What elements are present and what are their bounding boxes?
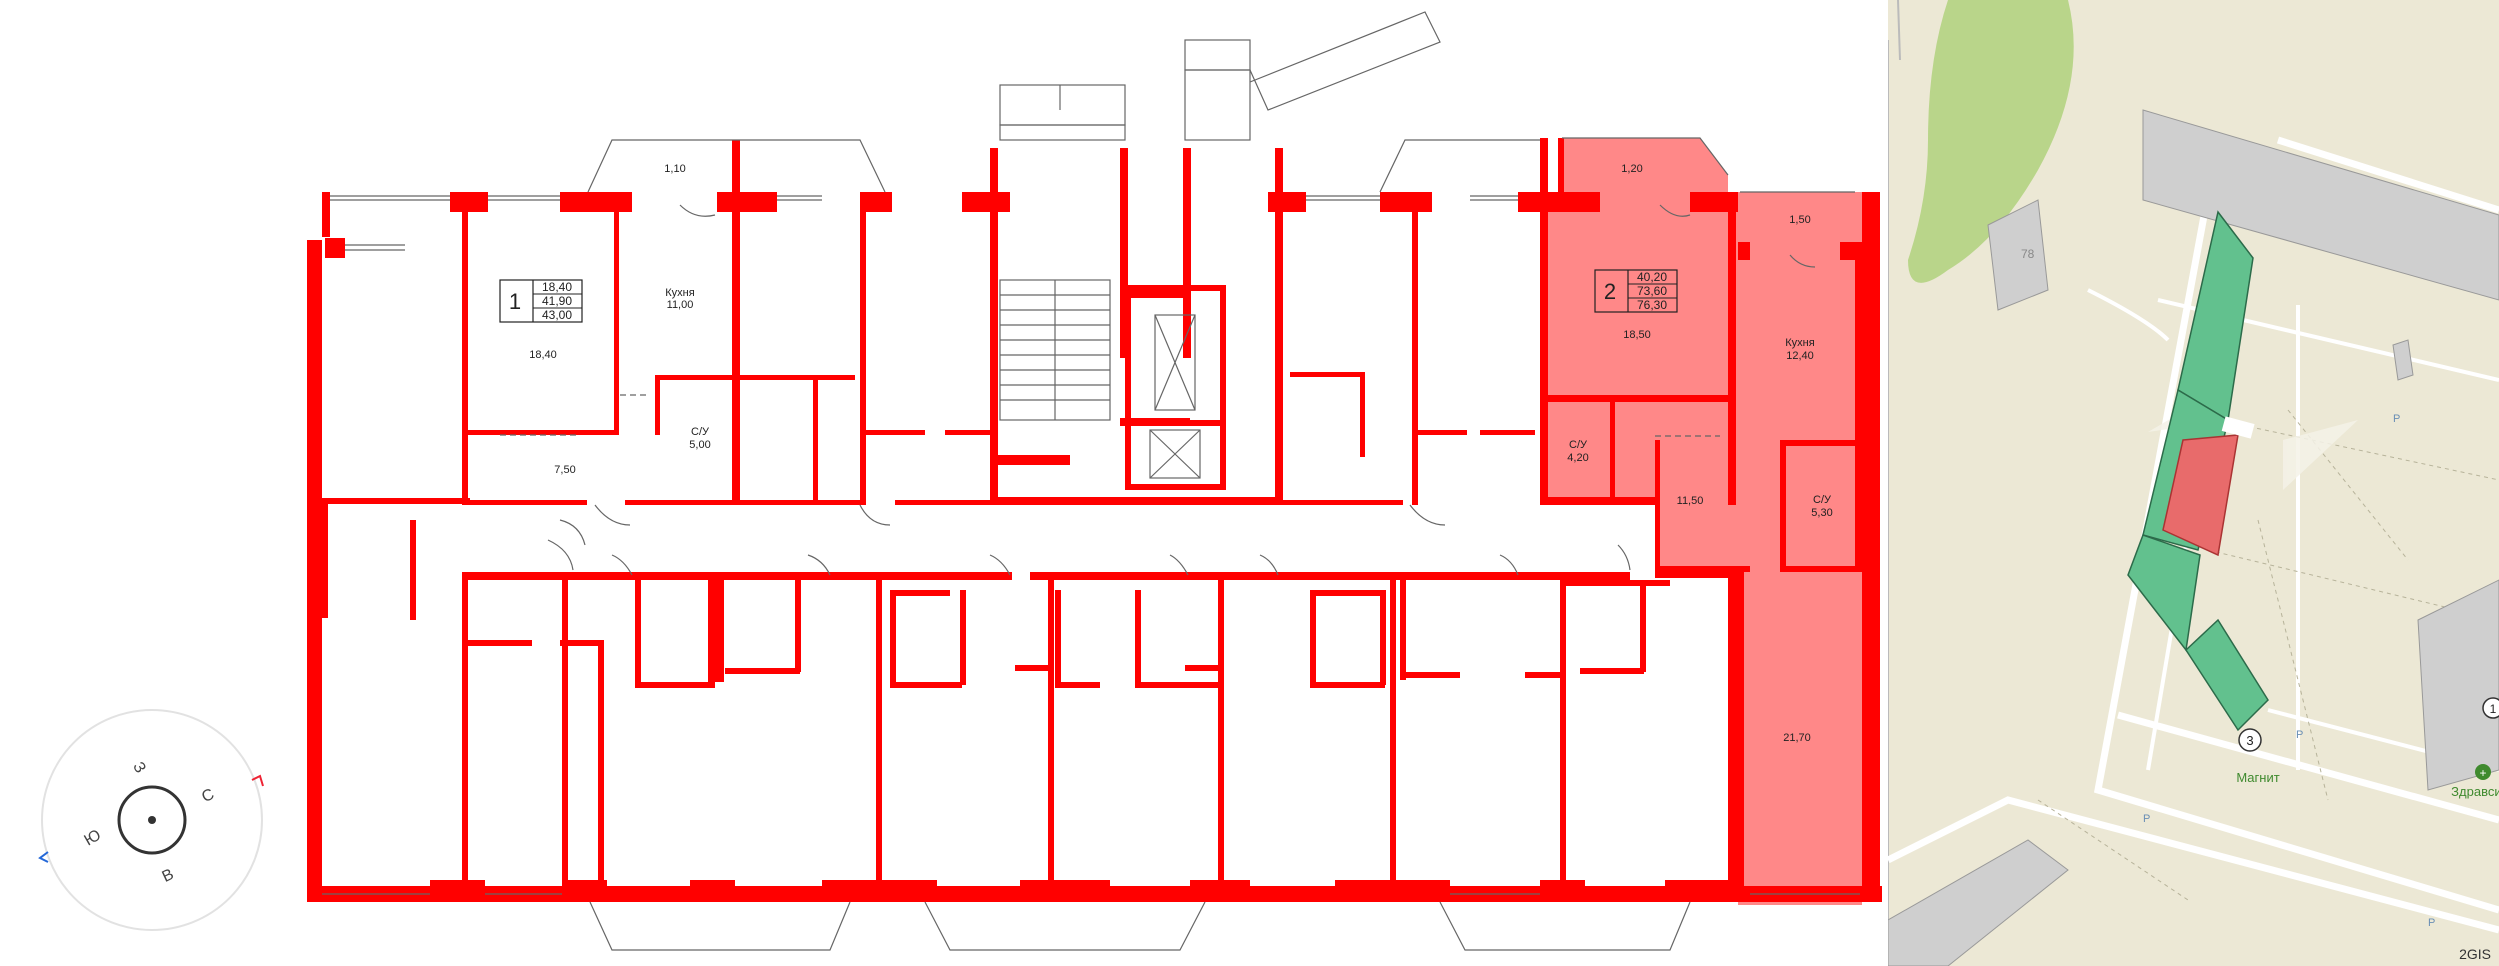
parking-icon: P (2143, 813, 2150, 825)
rail-lines (1888, 0, 1901, 966)
compass-south: Ю (81, 827, 104, 850)
poi-right-badge: 1 (2490, 702, 2497, 716)
apartment-1-info[interactable]: 1 18,40 41,90 43,00 (499, 279, 583, 323)
plus-icon: + (2479, 766, 2486, 780)
parking-icons: P P P P (2143, 413, 2435, 929)
a1-kitchen-label: Кухня (665, 287, 694, 299)
poi-number: 3 (2246, 733, 2253, 748)
a2-bath1-label: С/У (1569, 439, 1588, 451)
map-copyright: 2GIS (2459, 946, 2491, 962)
a1-bath-label: С/У (691, 426, 710, 438)
walls (307, 138, 1882, 902)
a2-kitchen-label: Кухня (1785, 337, 1814, 349)
apartment-2-number: 2 (1604, 279, 1616, 304)
parking-icon: P (2428, 917, 2435, 929)
south-arrow-icon (38, 851, 49, 863)
poi-pharmacy-marker[interactable]: + Здравсити (2451, 764, 2499, 799)
target-building[interactable] (2127, 210, 2269, 732)
roads (1888, 136, 2499, 934)
apartment-2-info[interactable]: 2 40,20 73,60 76,30 (1594, 269, 1678, 313)
a1-bath-area: 5,00 (689, 439, 710, 451)
apartment-2-total-area: 73,60 (1637, 284, 1667, 298)
floor-plan: 1 18,40 41,90 43,00 2 40,20 73,60 76,30 … (38, 11, 1882, 951)
room-labels-apartment-1: 1,10 Кухня 11,00 18,40 С/У 5,00 7,50 (529, 163, 710, 476)
north-arrow-icon (251, 774, 264, 787)
a2-balcony-left-area: 1,20 (1621, 163, 1642, 175)
room-labels-apartment-2: 1,20 1,50 18,50 Кухня 12,40 С/У 4,20 11,… (1567, 163, 1832, 744)
a2-room2-area: 21,70 (1783, 732, 1811, 744)
location-map[interactable]: 78 3 Магнит + Здравсити 1 P P P P (1888, 0, 2499, 966)
parking-icon: P (2393, 413, 2400, 425)
apartment-1-total-with-balcony: 43,00 (542, 308, 572, 322)
a2-kitchen-area: 12,40 (1786, 350, 1814, 362)
a2-bath2-label: С/У (1813, 494, 1832, 506)
park-area (1908, 0, 2074, 283)
a1-kitchen-area: 11,00 (667, 299, 694, 311)
poi-shop-label: Магнит (2236, 770, 2279, 785)
parking-icon: P (2296, 729, 2303, 741)
poi-shop-marker[interactable]: 3 Магнит (2236, 728, 2280, 785)
a2-bath2-area: 5,30 (1811, 507, 1832, 519)
poi-right-marker[interactable]: 1 (2482, 697, 2499, 719)
a1-hall-area: 7,50 (554, 464, 575, 476)
a2-hall-area: 11,50 (1677, 495, 1704, 507)
a2-room-area: 18,50 (1623, 329, 1651, 341)
a1-room-area: 18,40 (529, 349, 557, 361)
apartment-1-living-area: 18,40 (542, 280, 572, 294)
neighbor-buildings (1888, 109, 2499, 966)
a2-bath1-area: 4,20 (1567, 452, 1588, 464)
apartment-1-number: 1 (509, 289, 521, 314)
building-number-label: 78 (2021, 247, 2035, 261)
apartment-2-living-area: 40,20 (1637, 270, 1667, 284)
a2-balcony-right-area: 1,50 (1789, 214, 1810, 226)
apartment-2-total-with-balcony: 76,30 (1637, 298, 1667, 312)
poi-pharmacy-label: Здравсити (2451, 784, 2499, 799)
compass[interactable]: С З Ю В (38, 709, 264, 931)
apartment-1-total-area: 41,90 (542, 294, 572, 308)
thin-lines (322, 11, 1860, 951)
apartment-2-highlight[interactable] (1540, 138, 1862, 905)
a1-balcony-area: 1,10 (664, 163, 685, 175)
section-selected[interactable] (2162, 434, 2239, 557)
